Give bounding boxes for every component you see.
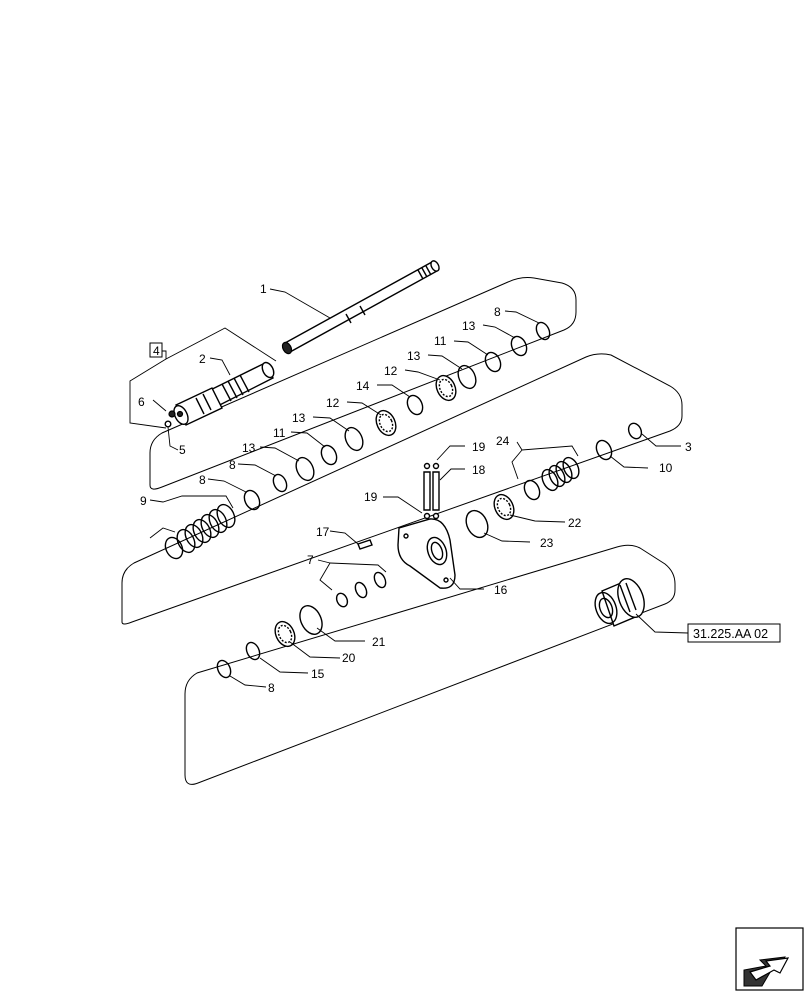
- ring-11-upper: [484, 351, 502, 373]
- ring-13-upper-2: [457, 364, 477, 390]
- callout-22: 22: [568, 516, 582, 530]
- callout-5: 5: [179, 443, 186, 457]
- callout-14: 14: [356, 379, 370, 393]
- ring-13-upper: [510, 335, 528, 357]
- callout-13c: 13: [292, 411, 306, 425]
- callout-23: 23: [540, 536, 554, 550]
- ring-14: [406, 394, 424, 416]
- ring-11-mid: [320, 444, 338, 466]
- ring-13-mid: [344, 426, 364, 452]
- spring-pack-part-9: [164, 503, 236, 560]
- callout-8a: 8: [494, 305, 501, 319]
- leader-lines: [129, 288, 689, 688]
- callout-3: 3: [685, 440, 692, 454]
- reference-label: 31.225.AA 02: [693, 627, 768, 641]
- callout-11b: 11: [273, 426, 286, 440]
- callout-4: 4: [153, 344, 160, 358]
- callout-6: 6: [138, 395, 145, 409]
- gear-ring-12-lower: [375, 409, 397, 437]
- bearing-part-20: [274, 620, 296, 648]
- callout-1: 1: [260, 282, 267, 296]
- arrow-page-icon[interactable]: [735, 927, 804, 991]
- flange-housing-part-16: [397, 518, 456, 589]
- callout-21: 21: [372, 635, 386, 649]
- shaft-part-1: [281, 260, 440, 355]
- callout-12b: 12: [326, 396, 340, 410]
- ring-part-23: [465, 509, 489, 539]
- ring-13-mid-2: [295, 456, 315, 482]
- callout-13a: 13: [462, 319, 476, 333]
- bearing-part-22: [493, 493, 515, 521]
- callout-8c: 8: [199, 473, 206, 487]
- ball-part-6: [168, 410, 176, 418]
- group-outline-middle: [121, 353, 683, 625]
- group-outline-lower: [184, 544, 676, 785]
- ring-8-left: [243, 489, 261, 511]
- ring-part-21: [299, 605, 323, 635]
- bolt-part-17: [357, 539, 373, 550]
- callout-24: 24: [496, 434, 510, 448]
- callout-18: 18: [472, 463, 486, 477]
- ring-8-mid: [272, 473, 288, 493]
- callout-15: 15: [311, 667, 325, 681]
- callout-20: 20: [342, 651, 356, 665]
- callout-8b: 8: [229, 458, 236, 472]
- callout-9: 9: [140, 494, 147, 508]
- ring-10: [595, 439, 613, 461]
- callout-10: 10: [659, 461, 673, 475]
- gear-ring-12-upper: [435, 374, 457, 402]
- ring-8-lower: [216, 659, 232, 679]
- callout-19a: 19: [472, 440, 486, 454]
- callout-16: 16: [494, 583, 508, 597]
- callout-2: 2: [199, 352, 206, 366]
- rings-part-7: [335, 571, 387, 608]
- ring-part-15: [245, 641, 261, 661]
- pin-part-18: [423, 462, 440, 520]
- callout-8d: 8: [268, 681, 275, 695]
- callout-11a: 11: [434, 334, 447, 348]
- spring-pack-part-24: [523, 456, 580, 501]
- callout-12a: 12: [384, 364, 398, 378]
- ring-3: [627, 422, 643, 440]
- reference-box: [687, 623, 781, 643]
- callout-13b: 13: [407, 349, 421, 363]
- pinion-shaft-part-2: [173, 361, 275, 426]
- group-outline-upper: [149, 277, 577, 490]
- ring-part-5: [164, 420, 172, 428]
- callout-17: 17: [316, 525, 330, 539]
- callout-7: 7: [307, 553, 314, 567]
- callout-19b: 19: [364, 490, 378, 504]
- ring-8-upper: [535, 321, 551, 341]
- callout-13d: 13: [242, 441, 256, 455]
- callout-4-box: [149, 342, 163, 358]
- gear-assembly-reference: [594, 578, 645, 627]
